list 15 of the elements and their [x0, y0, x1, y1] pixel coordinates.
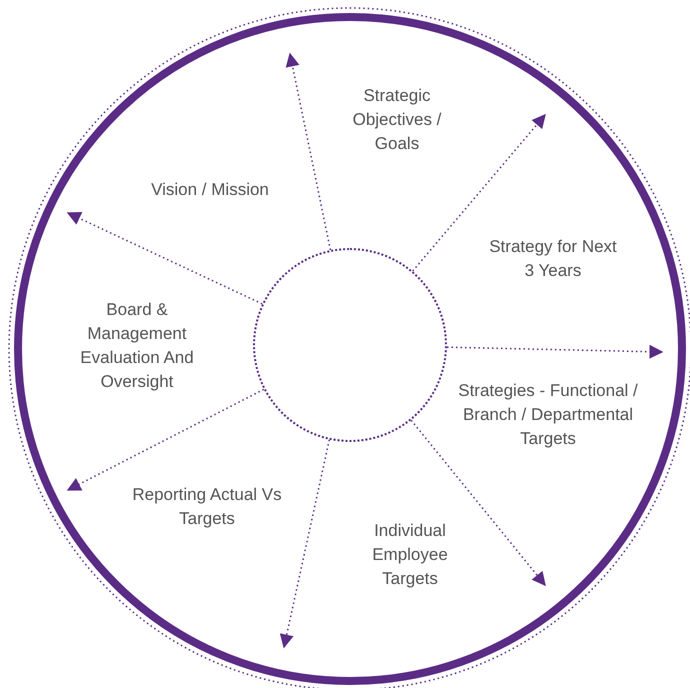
hub-circle [253, 248, 447, 442]
arrow [446, 344, 664, 359]
arrow [412, 114, 546, 272]
arrow [286, 52, 332, 250]
sector-label: Vision / Mission [150, 179, 270, 201]
arrow [410, 420, 546, 586]
sector-label: Strategy for Next 3 Years [488, 236, 618, 282]
sector-label: Reporting Actual Vs Targets [131, 484, 283, 530]
sector-label: Strategies - Functional / Branch / Departmental Targets [457, 380, 639, 450]
sector-label: Strategic Objectives / Goals [352, 85, 442, 155]
sector-label: Individual Employee Targets [371, 520, 449, 590]
arrow [66, 388, 264, 491]
arrow [66, 212, 262, 305]
arrow [280, 440, 330, 648]
sector-label: Board & Management Evaluation And Oversight [79, 299, 195, 393]
